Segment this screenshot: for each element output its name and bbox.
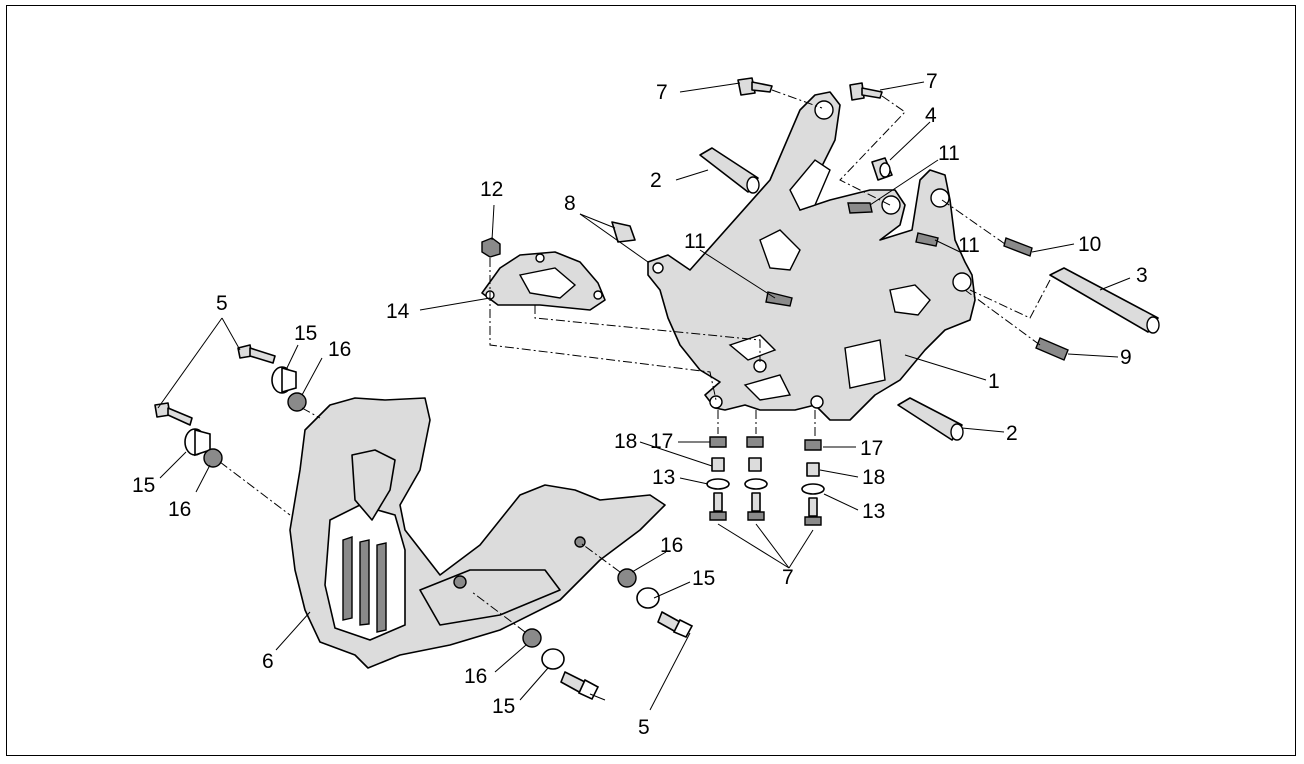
callout-1: 1 — [988, 370, 1000, 393]
callout-7-top-left: 7 — [656, 81, 668, 104]
bolt-top-right — [849, 82, 883, 101]
callout-3: 3 — [1136, 264, 1148, 287]
callout-15-right-upper: 15 — [692, 567, 715, 590]
callout-9: 9 — [1120, 346, 1132, 369]
assembly-lines — [219, 89, 1051, 633]
mount-upper-left — [237, 344, 307, 412]
leader-lines — [157, 81, 1131, 711]
callout-6: 6 — [262, 650, 274, 673]
callout-11-right: 11 — [958, 234, 980, 257]
callout-16-lower-left: 16 — [168, 498, 191, 521]
callout-labels: 7 7 4 11 2 12 8 11 11 10 3 14 9 1 2 5 15… — [132, 70, 1148, 739]
mount-right-upper — [617, 568, 694, 639]
callout-17-left: 17 — [650, 430, 673, 453]
callout-14: 14 — [386, 300, 410, 323]
bolt-top-left — [737, 77, 773, 96]
callout-16-right-upper: 16 — [660, 534, 683, 557]
bolt-11-c — [915, 232, 939, 247]
bolt-11-b — [765, 291, 793, 307]
callout-15-lower-left: 15 — [132, 474, 155, 497]
callout-2-upper: 2 — [650, 169, 662, 192]
spacer-long — [1049, 267, 1160, 334]
callout-13-right: 13 — [862, 500, 885, 523]
callout-15-upper-left: 15 — [294, 322, 317, 345]
subframe-bracket — [647, 91, 976, 421]
callout-11-upper: 11 — [938, 142, 960, 165]
callout-5-left: 5 — [216, 292, 228, 315]
bush — [871, 157, 893, 181]
callout-13-left: 13 — [652, 466, 675, 489]
fastener-stack-left — [706, 436, 730, 521]
callout-16-upper-left: 16 — [328, 338, 351, 361]
mount-lower-left — [154, 402, 223, 468]
fastener-stack-right — [801, 439, 825, 526]
callout-12: 12 — [480, 178, 503, 201]
callout-10: 10 — [1078, 233, 1101, 256]
small-bracket — [481, 251, 606, 311]
bolt-9 — [1035, 337, 1069, 361]
callout-18-right: 18 — [862, 466, 885, 489]
callout-7-bottom: 7 — [782, 566, 794, 589]
callout-18-left: 18 — [614, 430, 637, 453]
callout-8: 8 — [564, 192, 576, 215]
diagram-frame — [6, 5, 1296, 756]
spacer-upper — [699, 147, 760, 194]
spacer-lower — [897, 397, 964, 441]
callout-15-right-lower: 15 — [492, 695, 515, 718]
mount-right-lower — [522, 628, 600, 701]
callout-16-right-lower: 16 — [464, 665, 487, 688]
fastener-stack-middle — [744, 436, 768, 521]
nut — [481, 237, 501, 258]
clip-nut — [611, 221, 636, 243]
callout-2-lower: 2 — [1006, 422, 1018, 445]
callout-5-right: 5 — [638, 716, 650, 739]
callout-11-middle: 11 — [684, 230, 706, 253]
callout-4: 4 — [925, 104, 937, 127]
bolt-10 — [1003, 237, 1033, 257]
callout-7-top-right: 7 — [926, 70, 938, 93]
bolt-11-a — [847, 202, 873, 214]
belly-pan — [289, 397, 666, 669]
callout-17-right: 17 — [860, 437, 883, 460]
